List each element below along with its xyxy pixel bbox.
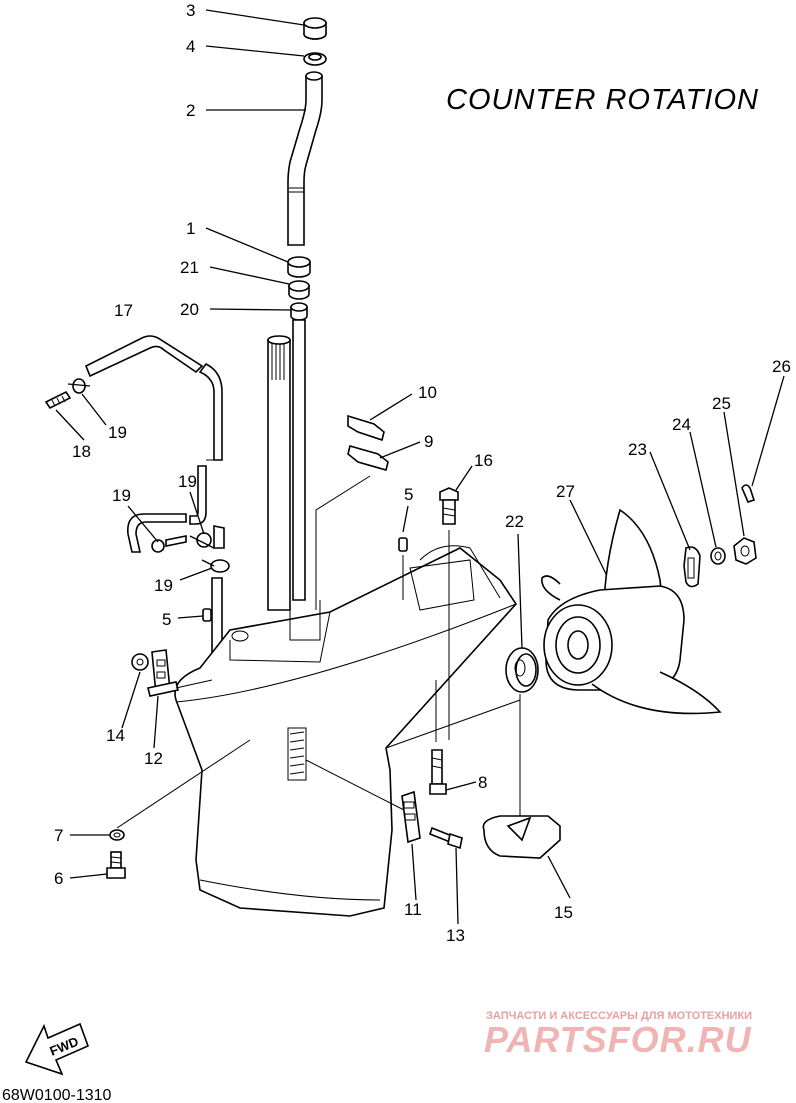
part-16-bolt[interactable] (439, 487, 459, 525)
part-22-thrust-washer[interactable] (505, 647, 539, 693)
watermark-tagline: ЗАПЧАСТИ И АКСЕССУАРЫ ДЛЯ МОТОТЕХНИКИ (486, 1010, 752, 1022)
callout-12: 12 (144, 749, 163, 768)
part-19-clip-a[interactable] (151, 535, 187, 553)
callout-10: 10 (418, 383, 437, 402)
part-8-bolt[interactable] (429, 749, 447, 795)
callout-19-mid-left: 19 (112, 486, 131, 505)
callout-27: 27 (556, 482, 575, 501)
part-25-prop-nut[interactable] (733, 537, 757, 565)
callout-14: 14 (106, 726, 125, 745)
callout-13: 13 (446, 926, 465, 945)
callout-5-upper: 5 (404, 485, 413, 504)
part-9-gasket[interactable] (347, 445, 389, 471)
part-4-seal[interactable] (303, 52, 327, 66)
callout-18: 18 (72, 442, 91, 461)
callout-6: 6 (54, 869, 63, 888)
part-10-plate[interactable] (347, 414, 385, 442)
callout-7: 7 (54, 826, 63, 845)
part-20-grommet[interactable] (290, 302, 308, 321)
watermark-brand: PARTSFOR.RU (484, 1019, 752, 1060)
callout-17: 17 (114, 301, 133, 320)
part-12-anode-bracket[interactable] (147, 649, 179, 697)
part-23-spacer[interactable] (683, 546, 701, 588)
callout-24: 24 (672, 415, 691, 434)
diagram-code: 68W0100-1310 (2, 1087, 112, 1103)
part-18-hose-nipple[interactable] (44, 390, 72, 410)
part-19-clip-b[interactable] (189, 532, 215, 549)
callout-4: 4 (186, 37, 195, 56)
callout-25: 25 (712, 394, 731, 413)
water-hose-lower (127, 513, 225, 553)
callout-19-mid-right: 19 (178, 472, 197, 491)
callout-3: 3 (186, 1, 195, 20)
callout-16: 16 (474, 451, 493, 470)
callout-19-lower: 19 (154, 576, 173, 595)
part-5-dowel-upper[interactable] (398, 537, 408, 552)
callout-23: 23 (628, 440, 647, 459)
part-6-bolt[interactable] (106, 851, 126, 879)
lower-case-housing (174, 545, 518, 917)
part-11-trim-tab-anode[interactable] (401, 790, 421, 844)
callout-15: 15 (554, 903, 573, 922)
part-7-washer[interactable] (109, 829, 125, 841)
part-19-clip-c[interactable] (201, 559, 230, 573)
part-19-hose-clip-top[interactable] (67, 378, 91, 394)
part-27-propeller[interactable] (541, 508, 722, 715)
callout-26: 26 (772, 357, 791, 376)
drive-shaft (267, 335, 291, 611)
callout-21: 21 (180, 258, 199, 277)
part-1-grommet[interactable] (287, 256, 311, 278)
part-2-water-tube[interactable] (287, 71, 323, 246)
callout-9: 9 (424, 432, 433, 451)
callout-5-lower: 5 (162, 610, 171, 629)
fwd-arrow-icon: FWD (24, 1022, 90, 1076)
part-15-trim-tab[interactable] (482, 815, 561, 859)
callout-22: 22 (505, 512, 524, 531)
part-5-dowel-lower[interactable] (202, 608, 212, 622)
part-3-grommet[interactable] (303, 17, 327, 40)
diagram-title: COUNTER ROTATION (446, 84, 759, 116)
part-17-hose[interactable] (84, 335, 223, 525)
part-13-bolt[interactable] (429, 826, 463, 850)
callout-1: 1 (186, 219, 195, 238)
part-24-washer[interactable] (710, 547, 726, 565)
callout-11: 11 (404, 900, 422, 919)
callout-20: 20 (180, 300, 199, 319)
callout-2: 2 (186, 101, 195, 120)
part-21-seal[interactable] (288, 280, 310, 300)
part-14-nut[interactable] (131, 653, 149, 671)
callout-19-top: 19 (108, 423, 127, 442)
part-26-cotter-pin[interactable] (741, 484, 756, 503)
callout-8: 8 (478, 773, 487, 792)
